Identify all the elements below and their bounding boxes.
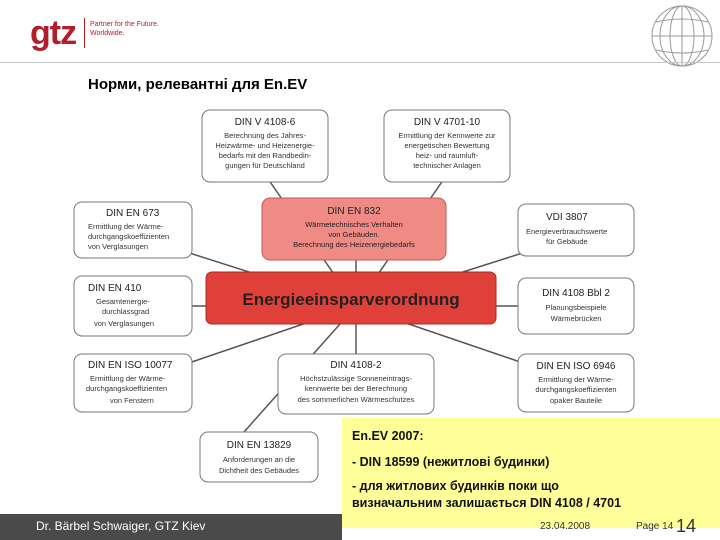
svg-text:DIN EN 673: DIN EN 673 <box>106 208 160 219</box>
svg-text:des sommerlichen Wärmeschutzes: des sommerlichen Wärmeschutzes <box>298 395 415 404</box>
svg-text:Dichtheit des Gebäudes: Dichtheit des Gebäudes <box>219 466 299 475</box>
box-din-en-13829: DIN EN 13829 Anforderungen an die Dichth… <box>200 432 318 482</box>
svg-text:von Fenstern: von Fenstern <box>110 396 154 405</box>
svg-text:Ermittlung der Wärme-: Ermittlung der Wärme- <box>538 375 614 384</box>
svg-text:Anforderungen an die: Anforderungen an die <box>223 455 295 464</box>
svg-text:bedarfs mit den Randbedin-: bedarfs mit den Randbedin- <box>219 151 312 160</box>
svg-text:Wärmebrücken: Wärmebrücken <box>551 314 602 323</box>
tagline-line2: Worldwide. <box>90 29 159 38</box>
svg-text:DIN EN ISO 10077: DIN EN ISO 10077 <box>88 360 173 371</box>
svg-text:durchgangskoeffizienten: durchgangskoeffizienten <box>88 232 169 241</box>
en-ev-2007-callout: En.EV 2007: - DIN 18599 (нежитлові будин… <box>342 418 720 528</box>
box-heading: DIN V 4108-6 <box>235 117 296 128</box>
callout-line-3b: визначальним залишається DIN 4108 / 4701 <box>352 495 720 512</box>
svg-text:Höchstzulässige Sonneneintrags: Höchstzulässige Sonneneintrags- <box>300 374 412 383</box>
svg-text:durchlassgrad: durchlassgrad <box>102 307 149 316</box>
svg-text:Berechnung des Heizenergiebeda: Berechnung des Heizenergiebedarfs <box>293 240 415 249</box>
box-din-4108-bbl2: DIN 4108 Bbl 2 Planungsbeispiele Wärmebr… <box>518 278 634 334</box>
box-din-en-iso-6946: DIN EN ISO 6946 Ermittlung der Wärme- du… <box>518 354 634 412</box>
svg-text:Ermittlung der Wärme-: Ermittlung der Wärme- <box>88 222 164 231</box>
callout-line-1: En.EV 2007: <box>352 426 720 446</box>
svg-text:von Gebäuden.: von Gebäuden. <box>328 230 379 239</box>
svg-text:energetischen Bewertung: energetischen Bewertung <box>404 141 489 150</box>
svg-text:Energieverbrauchswerte: Energieverbrauchswerte <box>526 227 607 236</box>
svg-text:technischer Anlagen: technischer Anlagen <box>413 161 481 170</box>
box-din-en-410: DIN EN 410 Gesamtenergie- durchlassgrad … <box>74 276 192 336</box>
footer-page: Page 14 <box>636 521 673 532</box>
svg-text:DIN EN 410: DIN EN 410 <box>88 283 142 294</box>
box-din-v-4108-6: DIN V 4108-6 Berechnung des Jahres- Heiz… <box>202 110 328 182</box>
box-vdi-3807: VDI 3807 Energieverbrauchswerte für Gebä… <box>518 204 634 256</box>
header-divider <box>0 62 720 63</box>
svg-text:DIN V 4701-10: DIN V 4701-10 <box>414 117 481 128</box>
logo-separator <box>84 18 85 48</box>
svg-text:Ermittlung der Kennwerte zur: Ermittlung der Kennwerte zur <box>398 131 496 140</box>
gtz-logo: gtz <box>30 14 76 53</box>
globe-icon <box>648 2 716 70</box>
center-box-energieeinsparverordnung: Energieeinsparverordnung <box>206 272 496 324</box>
header-bar: gtz Partner for the Future. Worldwide. <box>0 0 720 62</box>
svg-text:durchgangskoeffizienten: durchgangskoeffizienten <box>86 384 167 393</box>
page-number: 14 <box>676 516 696 537</box>
svg-text:DIN 4108 Bbl 2: DIN 4108 Bbl 2 <box>542 288 610 299</box>
svg-text:Berechnung des Jahres-: Berechnung des Jahres- <box>224 131 306 140</box>
box-din-v-4701-10: DIN V 4701-10 Ermittlung der Kennwerte z… <box>384 110 510 182</box>
svg-text:DIN 4108-2: DIN 4108-2 <box>330 360 382 371</box>
callout-line-3a: - для житлових будинків поки що <box>352 478 720 495</box>
box-din-4108-2: DIN 4108-2 Höchstzulässige Sonneneintrag… <box>278 354 434 414</box>
svg-text:Planungsbeispiele: Planungsbeispiele <box>546 303 607 312</box>
tagline-line1: Partner for the Future. <box>90 20 159 29</box>
svg-text:Energieeinsparverordnung: Energieeinsparverordnung <box>242 290 459 309</box>
box-din-en-673: DIN EN 673 Ermittlung der Wärme- durchga… <box>74 202 192 258</box>
svg-text:opaker Bauteile: opaker Bauteile <box>550 396 602 405</box>
svg-text:kennwerte bei der Berechnung: kennwerte bei der Berechnung <box>305 384 407 393</box>
svg-text:DIN EN 832: DIN EN 832 <box>327 206 381 217</box>
svg-text:von Verglasungen: von Verglasungen <box>94 319 154 328</box>
svg-text:Gesamtenergie-: Gesamtenergie- <box>96 297 150 306</box>
svg-text:heiz- und raumluft-: heiz- und raumluft- <box>416 151 479 160</box>
svg-text:gungen für Deutschland: gungen für Deutschland <box>225 161 305 170</box>
box-din-en-iso-10077: DIN EN ISO 10077 Ermittlung der Wärme- d… <box>74 354 192 412</box>
svg-text:VDI 3807: VDI 3807 <box>546 212 588 223</box>
svg-text:DIN EN ISO 6946: DIN EN ISO 6946 <box>537 361 616 372</box>
logo-tagline: Partner for the Future. Worldwide. <box>90 20 159 38</box>
svg-text:Ermittlung der Wärme-: Ermittlung der Wärme- <box>90 374 166 383</box>
svg-text:Wärmetechnisches Verhalten: Wärmetechnisches Verhalten <box>305 220 403 229</box>
svg-text:durchgangskoeffizienten: durchgangskoeffizienten <box>535 385 616 394</box>
footer-author: Dr. Bärbel Schwaiger, GTZ Kiev <box>36 519 205 533</box>
svg-text:für Gebäude: für Gebäude <box>546 237 588 246</box>
svg-text:DIN EN 13829: DIN EN 13829 <box>227 440 292 451</box>
callout-line-2: - DIN 18599 (нежитлові будинки) <box>352 452 720 472</box>
footer-date: 23.04.2008 <box>540 521 590 532</box>
page-title: Норми, релевантні для En.EV <box>88 76 307 93</box>
box-din-en-832: DIN EN 832 Wärmetechnisches Verhalten vo… <box>262 198 446 260</box>
svg-text:von Verglasungen: von Verglasungen <box>88 242 148 251</box>
svg-text:Heizwärme- und Heizenergie-: Heizwärme- und Heizenergie- <box>215 141 315 150</box>
